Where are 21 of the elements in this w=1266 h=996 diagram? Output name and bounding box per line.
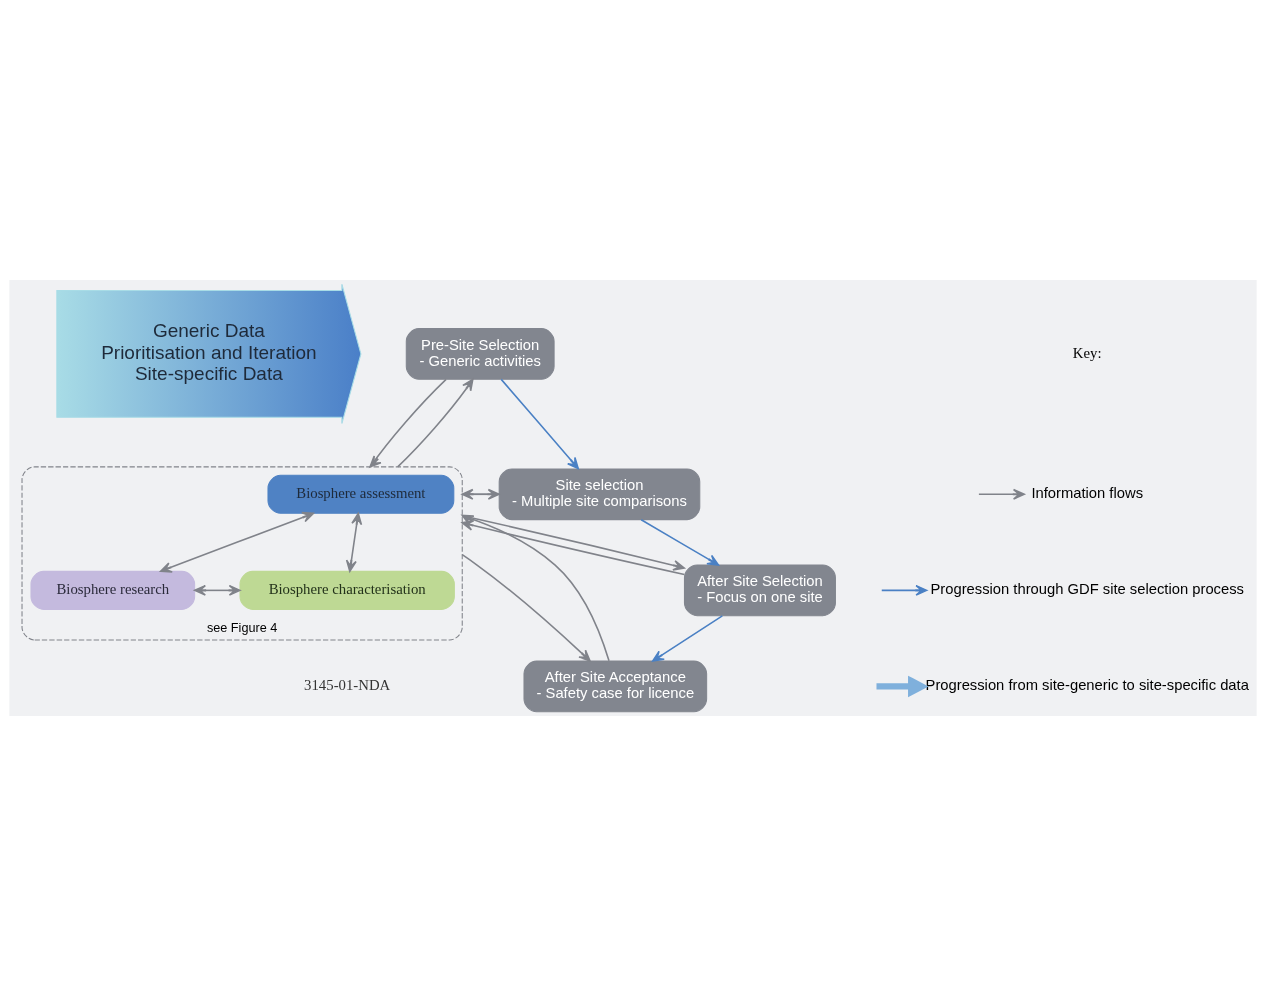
node-box: Biosphere assessment [267,474,455,514]
node-box: After Site Acceptance - Safety case for licence [523,660,708,713]
node-box: Biosphere research [30,570,196,610]
arrow [159,511,315,573]
legend-label: Progression through GDF site selection process [930,581,1244,598]
legend-label: Progression from site-generic to site-specific data [925,677,1249,694]
arrow [193,584,241,596]
arrow [369,378,447,468]
arrow [651,615,724,662]
arrow [500,378,580,470]
label: Key: [1072,344,1102,361]
arrow [345,512,363,573]
arrow [640,519,720,566]
node-box: After Site Selection - Focus on one site [683,564,836,617]
label: 3145-01-NDA [304,677,391,694]
node-box: Biosphere characterisation [239,570,455,610]
node-box: Site selection - Multiple site comparisons [498,468,701,521]
arrow [396,378,474,468]
legend-label: Information flows [1031,485,1144,502]
node-box: Pre-Site Selection - Generic activities [405,328,555,380]
arrow [461,553,591,662]
